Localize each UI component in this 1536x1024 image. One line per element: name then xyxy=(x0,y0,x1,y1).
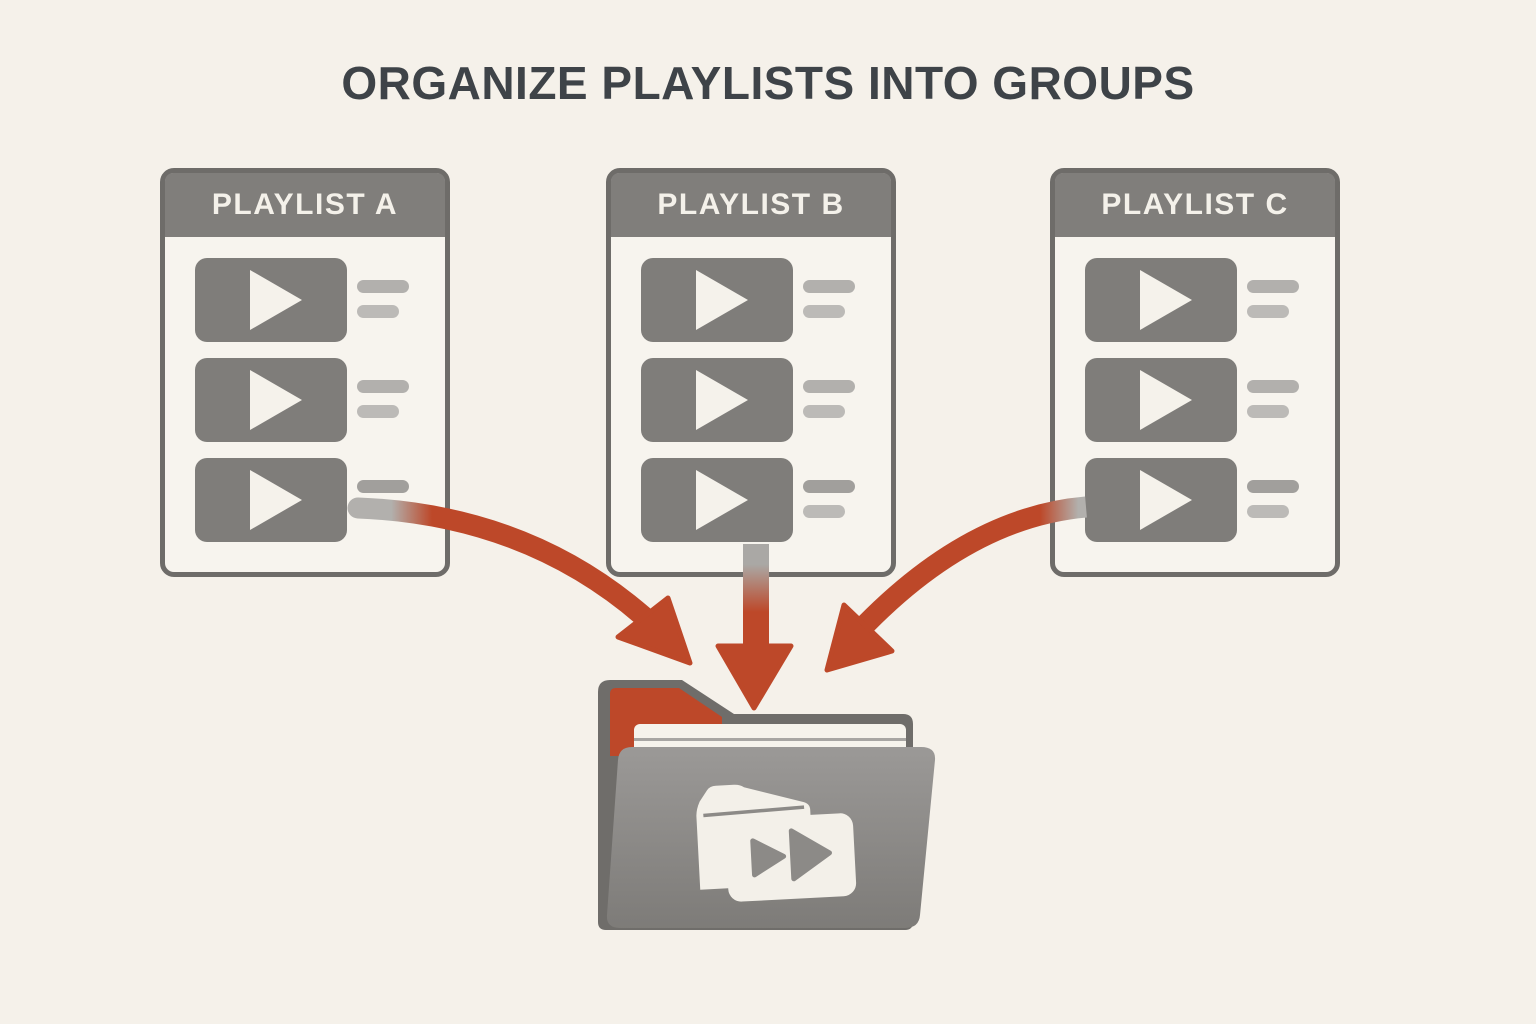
text-line xyxy=(803,505,845,518)
playlist-card-b-title: PLAYLIST B xyxy=(657,188,845,221)
page-title: ORGANIZE PLAYLISTS INTO GROUPS xyxy=(341,57,1195,109)
video-thumbnail xyxy=(195,258,347,342)
playlist-item xyxy=(195,458,445,542)
playlist-item xyxy=(1085,358,1335,442)
play-icon xyxy=(696,370,748,430)
item-text-placeholder xyxy=(1247,458,1299,542)
video-thumbnail xyxy=(1085,458,1237,542)
item-text-placeholder xyxy=(803,258,855,342)
playlist-card-b: PLAYLIST B xyxy=(606,168,896,577)
video-thumbnail xyxy=(195,458,347,542)
play-icon xyxy=(250,370,302,430)
text-line xyxy=(357,380,409,393)
playlist-card-b-header: PLAYLIST B xyxy=(611,173,891,237)
folder-front xyxy=(606,747,936,928)
playlist-item xyxy=(1085,458,1335,542)
playlist-card-a: PLAYLIST A xyxy=(160,168,450,577)
video-thumbnail xyxy=(641,258,793,342)
arrowhead-icon xyxy=(824,602,895,673)
folder-paper xyxy=(634,724,906,756)
text-line xyxy=(1247,380,1299,393)
video-thumbnail xyxy=(1085,258,1237,342)
playlist-group-folder-icon xyxy=(598,680,936,930)
playlist-card-b-body xyxy=(611,237,891,542)
emblem-back-card xyxy=(696,784,815,890)
playlist-item xyxy=(195,258,445,342)
playlist-card-c-header: PLAYLIST C xyxy=(1055,173,1335,237)
play-icon xyxy=(788,828,832,882)
video-thumbnail xyxy=(641,458,793,542)
text-line xyxy=(1247,280,1299,293)
text-line xyxy=(357,305,399,318)
playlist-card-a-header: PLAYLIST A xyxy=(165,173,445,237)
folder-back xyxy=(598,680,913,930)
play-icon xyxy=(1140,370,1192,430)
text-line xyxy=(1247,505,1289,518)
play-icon xyxy=(1140,470,1192,530)
text-line xyxy=(803,405,845,418)
text-line xyxy=(1247,480,1299,493)
text-line xyxy=(1247,405,1289,418)
playlist-item xyxy=(641,458,891,542)
item-text-placeholder xyxy=(1247,358,1299,442)
text-line xyxy=(803,380,855,393)
item-text-placeholder xyxy=(357,458,409,542)
play-icon xyxy=(696,470,748,530)
text-line xyxy=(357,480,409,493)
arrowhead-icon xyxy=(715,643,794,711)
playlist-item xyxy=(195,358,445,442)
text-line xyxy=(803,280,855,293)
emblem-front-card xyxy=(725,813,857,902)
video-thumbnail xyxy=(1085,358,1237,442)
playlist-card-a-title: PLAYLIST A xyxy=(211,188,399,221)
text-line xyxy=(1247,305,1289,318)
video-thumbnail xyxy=(641,358,793,442)
playlist-item xyxy=(641,258,891,342)
playlist-card-c-title: PLAYLIST C xyxy=(1101,188,1289,221)
video-thumbnail xyxy=(195,358,347,442)
play-icon xyxy=(750,838,787,878)
playlist-card-c: PLAYLIST C xyxy=(1050,168,1340,577)
play-icon xyxy=(696,270,748,330)
play-icon xyxy=(250,270,302,330)
text-line xyxy=(357,405,399,418)
emblem-fold-line xyxy=(703,805,805,818)
text-line xyxy=(357,280,409,293)
play-icon xyxy=(250,470,302,530)
folder-red-tab xyxy=(610,688,722,756)
item-text-placeholder xyxy=(357,258,409,342)
playlist-card-c-body xyxy=(1055,237,1335,542)
arrowhead-icon xyxy=(615,595,693,666)
folder-paper-divider xyxy=(634,738,906,741)
playlist-item xyxy=(641,358,891,442)
text-line xyxy=(803,305,845,318)
item-text-placeholder xyxy=(357,358,409,442)
item-text-placeholder xyxy=(803,358,855,442)
item-text-placeholder xyxy=(803,458,855,542)
playlist-card-a-body xyxy=(165,237,445,542)
playlist-item xyxy=(1085,258,1335,342)
text-line xyxy=(803,480,855,493)
item-text-placeholder xyxy=(1247,258,1299,342)
video-playlist-emblem-icon xyxy=(696,784,857,902)
play-icon xyxy=(1140,270,1192,330)
